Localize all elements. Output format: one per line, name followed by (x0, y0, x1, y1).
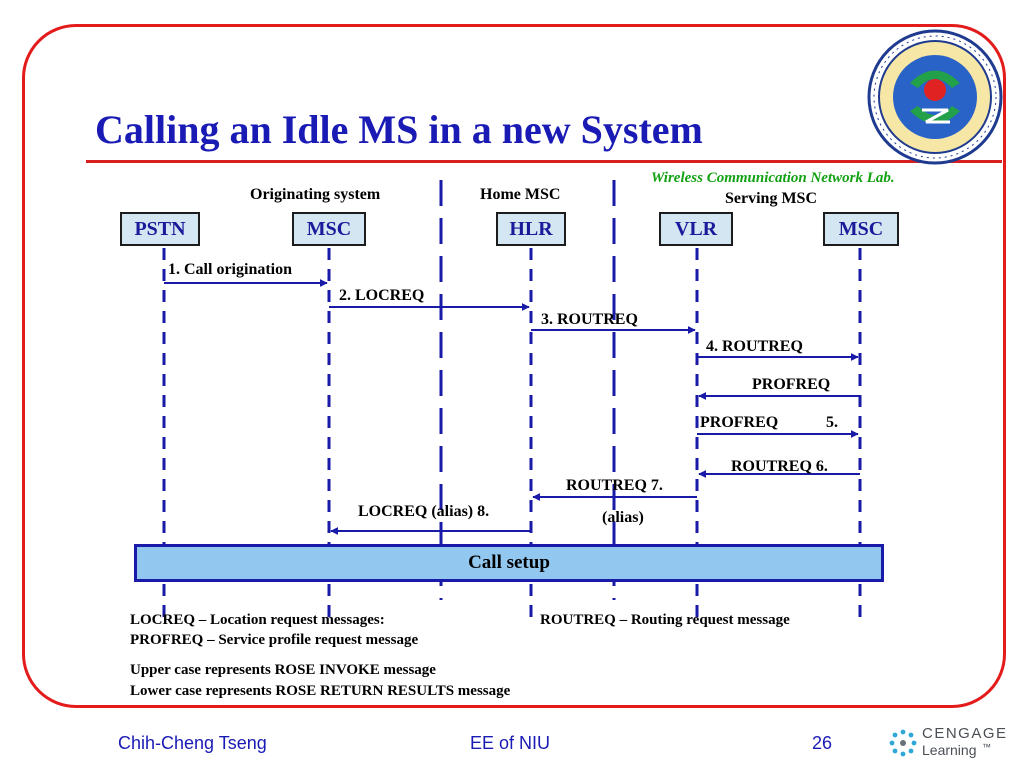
group-label-originating: Originating system (250, 186, 381, 203)
node-vlr: VLR (659, 212, 733, 246)
msg-routreq-6: ROUTREQ 6. (731, 458, 828, 475)
group-label-home: Home MSC (480, 186, 561, 203)
slide-frame (22, 24, 1006, 708)
lab-name: Wireless Communication Network Lab. (651, 170, 895, 186)
university-seal-logo (867, 29, 1003, 165)
note-upper-case: Upper case represents ROSE INVOKE messag… (130, 662, 436, 678)
msg-call-origination: 1. Call origination (168, 261, 293, 278)
footer-author: Chih-Cheng Tseng (118, 733, 267, 753)
call-setup-bar: Call setup (134, 544, 884, 582)
footer-dept: EE of NIU (470, 733, 551, 753)
node-msc-serving: MSC (823, 212, 899, 246)
group-label-serving: Serving MSC (725, 190, 817, 207)
msg-routreq-7: ROUTREQ 7. (566, 477, 663, 494)
cengage-name: CENGAGE (922, 725, 1008, 742)
node-msc-originating: MSC (292, 212, 366, 246)
cengage-trademark: ™ (982, 742, 991, 752)
title-underline (86, 160, 1002, 163)
msg-locreq: 2. LOCREQ (339, 287, 425, 304)
msg-profreq-invoke: PROFREQ (752, 376, 831, 393)
cengage-logo: CENGAGE Learning ™ (886, 722, 1016, 762)
note-routreq: ROUTREQ – Routing request message (540, 612, 790, 628)
node-hlr: HLR (496, 212, 566, 246)
cengage-mark-icon (889, 729, 917, 757)
footer-page-number: 26 (812, 733, 833, 753)
msg-profreq-result: PROFREQ (700, 414, 779, 431)
msg-alias: (alias) (602, 509, 644, 526)
note-locreq: LOCREQ – Location request messages: (130, 612, 385, 628)
msg-routreq-3: 3. ROUTREQ (541, 311, 638, 328)
cengage-sub: Learning (922, 742, 977, 758)
slide-title: Calling an Idle MS in a new System (95, 107, 703, 152)
msg-step-5: 5. (826, 414, 838, 431)
msg-locreq-8: LOCREQ (alias) 8. (358, 503, 490, 520)
msg-routreq-4: 4. ROUTREQ (706, 338, 803, 355)
note-profreq: PROFREQ – Service profile request messag… (130, 632, 419, 648)
node-pstn: PSTN (120, 212, 200, 246)
note-lower-case: Lower case represents ROSE RETURN RESULT… (130, 683, 511, 699)
